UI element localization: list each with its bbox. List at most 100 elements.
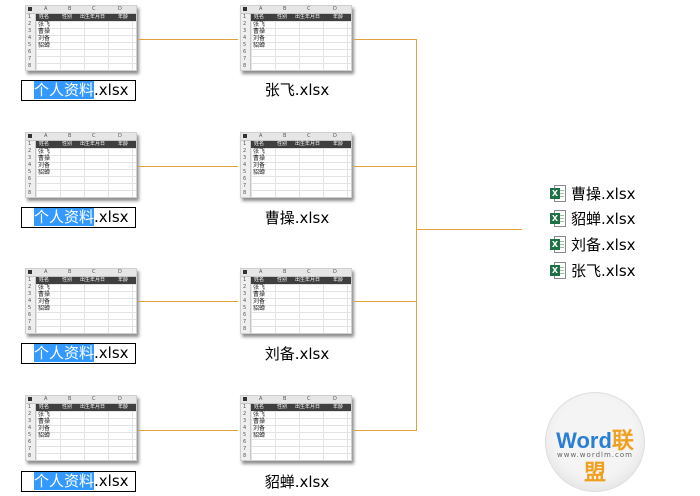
connector-line bbox=[138, 301, 238, 302]
row-number: 6 bbox=[28, 176, 32, 182]
row-number: 7 bbox=[28, 446, 32, 452]
source-extension: .xlsx bbox=[94, 472, 129, 490]
name-cell: 曹操 bbox=[253, 28, 266, 35]
row-number: 1 bbox=[28, 277, 32, 283]
header-cell: 出生年月日 bbox=[80, 141, 106, 147]
result-file-name: 曹操.xlsx bbox=[571, 184, 636, 203]
column-letter: D bbox=[118, 396, 122, 402]
row-number: 6 bbox=[243, 176, 247, 182]
name-cell: 刘备 bbox=[253, 162, 266, 169]
column-letter: B bbox=[283, 133, 287, 139]
name-cell: 貂蝉 bbox=[253, 169, 266, 176]
source-extension: .xlsx bbox=[94, 81, 129, 99]
header-cell: 姓名 bbox=[254, 141, 265, 147]
name-cell: 张飞 bbox=[38, 284, 51, 291]
row-number: 4 bbox=[243, 298, 247, 304]
result-file-item[interactable]: X 刘备.xlsx bbox=[550, 234, 636, 254]
row-number: 3 bbox=[243, 291, 247, 297]
name-cell: 曹操 bbox=[253, 291, 266, 298]
column-letter: B bbox=[283, 269, 287, 275]
header-cell: 性别 bbox=[277, 277, 288, 283]
result-file-item[interactable]: X 貂蝉.xlsx bbox=[550, 208, 636, 228]
column-letter: C bbox=[92, 269, 96, 275]
header-cell: 姓名 bbox=[39, 14, 50, 20]
row-number: 1 bbox=[28, 404, 32, 410]
header-cell: 出生年月日 bbox=[295, 277, 321, 283]
row-number: 7 bbox=[28, 183, 32, 189]
connector-line bbox=[138, 166, 238, 167]
name-cell: 貂蝉 bbox=[38, 305, 51, 312]
name-cell: 刘备 bbox=[38, 425, 51, 432]
name-cell: 张飞 bbox=[253, 148, 266, 155]
row-number: 7 bbox=[243, 183, 247, 189]
column-letter: C bbox=[307, 6, 311, 12]
row-number: 4 bbox=[243, 425, 247, 431]
row-number: 8 bbox=[28, 453, 32, 459]
row-number: 7 bbox=[243, 56, 247, 62]
row-number: 2 bbox=[28, 411, 32, 417]
result-file-item[interactable]: X 张飞.xlsx bbox=[550, 260, 636, 280]
header-cell: 姓名 bbox=[39, 141, 50, 147]
header-cell: 出生年月日 bbox=[295, 404, 321, 410]
row-number: 5 bbox=[243, 305, 247, 311]
header-cell: 性别 bbox=[277, 141, 288, 147]
result-file-name: 刘备.xlsx bbox=[571, 235, 636, 254]
header-cell: 年龄 bbox=[333, 141, 344, 147]
name-cell: 貂蝉 bbox=[253, 305, 266, 312]
row-number: 8 bbox=[243, 190, 247, 196]
column-letter: B bbox=[283, 396, 287, 402]
column-letter: B bbox=[68, 396, 72, 402]
name-cell: 曹操 bbox=[253, 155, 266, 162]
header-cell: 年龄 bbox=[118, 14, 129, 20]
result-file-name: 貂蝉.xlsx bbox=[571, 209, 636, 228]
source-name-highlight: 个人资料 bbox=[34, 208, 95, 226]
row-number: 1 bbox=[28, 14, 32, 20]
connector-line bbox=[354, 301, 416, 302]
connector-line bbox=[354, 39, 416, 40]
header-cell: 出生年月日 bbox=[295, 14, 321, 20]
column-letter: A bbox=[44, 396, 48, 402]
name-cell: 张飞 bbox=[38, 411, 51, 418]
column-letter: C bbox=[307, 133, 311, 139]
header-cell: 出生年月日 bbox=[295, 141, 321, 147]
column-letter: A bbox=[44, 133, 48, 139]
column-letter: D bbox=[333, 133, 337, 139]
header-cell: 性别 bbox=[62, 277, 73, 283]
row-number: 1 bbox=[243, 277, 247, 283]
header-cell: 性别 bbox=[277, 14, 288, 20]
row-number: 3 bbox=[243, 418, 247, 424]
column-letter: C bbox=[92, 133, 96, 139]
output-file-label: 刘备.xlsx bbox=[264, 345, 330, 363]
name-cell: 刘备 bbox=[38, 162, 51, 169]
excel-file-icon: X bbox=[550, 261, 566, 279]
row-number: 2 bbox=[243, 148, 247, 154]
name-cell: 张飞 bbox=[38, 148, 51, 155]
row-number: 3 bbox=[28, 28, 32, 34]
result-file-item[interactable]: X 曹操.xlsx bbox=[550, 183, 636, 203]
excel-file-icon: X bbox=[550, 184, 566, 202]
row-number: 2 bbox=[28, 284, 32, 290]
connector-line bbox=[354, 430, 416, 431]
excel-file-icon: X bbox=[550, 235, 566, 253]
row-number: 7 bbox=[243, 319, 247, 325]
row-number: 3 bbox=[243, 155, 247, 161]
row-number: 4 bbox=[28, 298, 32, 304]
column-letter: C bbox=[92, 396, 96, 402]
row-number: 7 bbox=[28, 56, 32, 62]
header-cell: 姓名 bbox=[254, 277, 265, 283]
merge-output-line bbox=[416, 229, 522, 230]
row-number: 2 bbox=[28, 21, 32, 27]
row-number: 2 bbox=[243, 411, 247, 417]
row-number: 4 bbox=[28, 35, 32, 41]
row-number: 3 bbox=[28, 155, 32, 161]
column-letter: A bbox=[259, 133, 263, 139]
name-cell: 刘备 bbox=[253, 35, 266, 42]
logo-url: www.wordlm.com bbox=[557, 451, 633, 459]
row-number: 6 bbox=[243, 439, 247, 445]
name-cell: 张飞 bbox=[253, 21, 266, 28]
source-extension: .xlsx bbox=[94, 208, 129, 226]
column-letter: D bbox=[118, 269, 122, 275]
